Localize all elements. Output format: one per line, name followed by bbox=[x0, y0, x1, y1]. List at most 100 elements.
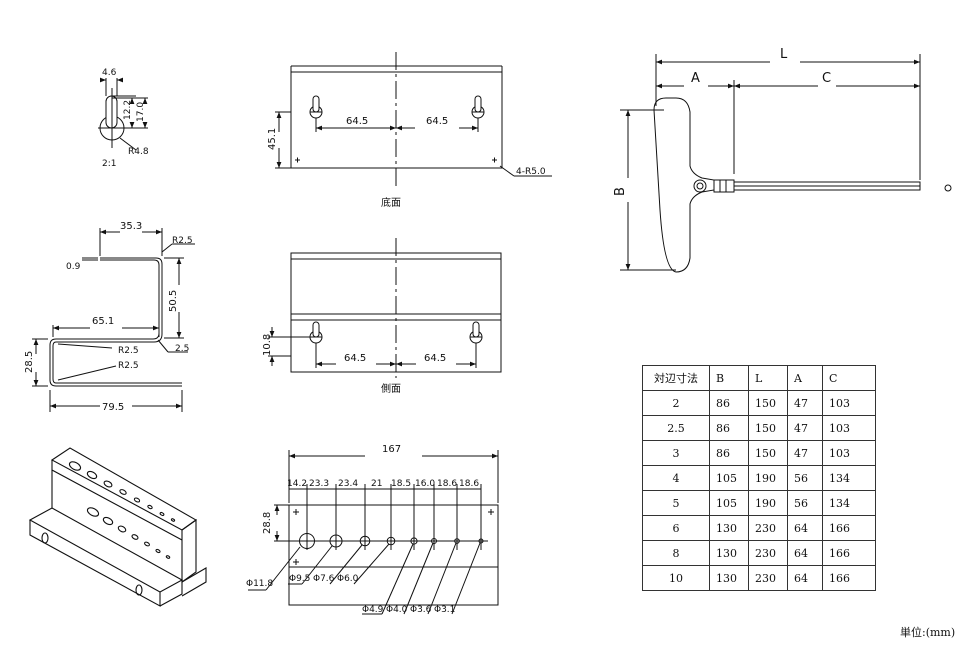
unit-label: 単位:(mm) bbox=[900, 626, 956, 639]
cell: 56 bbox=[787, 490, 823, 516]
dim-35.3: 35.3 bbox=[120, 221, 142, 232]
dim-12.2: 12.2 bbox=[123, 100, 133, 120]
spacing-7: 18.6 bbox=[437, 479, 457, 489]
dim-2.5: 2.5 bbox=[175, 344, 189, 354]
col-header: B bbox=[709, 365, 749, 391]
profile-labels: 35.3 0.9 R2.5 50.5 65.1 R2.5 2.5 R2.5 28… bbox=[24, 221, 193, 413]
cell: 64 bbox=[787, 565, 823, 591]
cell: 134 bbox=[822, 490, 876, 516]
dim-side-right: 64.5 bbox=[424, 353, 446, 364]
diam-7.6: Φ7.6 bbox=[313, 574, 335, 584]
cell: 150 bbox=[748, 440, 788, 466]
cell: 166 bbox=[822, 565, 876, 591]
dim-17.0: 17.0 bbox=[136, 102, 146, 122]
cell: 4 bbox=[642, 465, 710, 491]
dim-corner-radius: 4-R5.0 bbox=[516, 167, 546, 177]
scale-label: 2:1 bbox=[102, 159, 116, 169]
col-header: C bbox=[822, 365, 876, 391]
col-header: A bbox=[787, 365, 823, 391]
diam-4.9: Φ4.9 bbox=[362, 605, 384, 615]
dim-50.5: 50.5 bbox=[168, 290, 179, 312]
col-header: 対辺寸法 bbox=[642, 365, 710, 391]
spacing-8: 18.6 bbox=[459, 479, 479, 489]
col-header: L bbox=[748, 365, 788, 391]
cell: 5 bbox=[642, 490, 710, 516]
dim-L: L bbox=[780, 47, 788, 62]
dim-10.8: 10.8 bbox=[262, 334, 273, 356]
bottom-view bbox=[275, 52, 552, 188]
dim-A: A bbox=[691, 71, 700, 86]
cell: 86 bbox=[709, 440, 749, 466]
dim-0.9: 0.9 bbox=[66, 262, 81, 272]
hole-centers bbox=[289, 484, 482, 550]
cell: 190 bbox=[748, 490, 788, 516]
diam-3.1: Φ3.1 bbox=[434, 605, 455, 615]
cell: 47 bbox=[787, 440, 823, 466]
dim-28.8: 28.8 bbox=[262, 512, 273, 534]
cell: 6 bbox=[642, 515, 710, 541]
dim-r2.5-mid: R2.5 bbox=[118, 346, 139, 356]
cell: 64 bbox=[787, 515, 823, 541]
spacing-1: 14.2 bbox=[287, 479, 307, 489]
cell: 103 bbox=[822, 390, 876, 416]
tool-labels: L A C B bbox=[613, 47, 831, 196]
cell: 10 bbox=[642, 565, 710, 591]
cell: 166 bbox=[822, 540, 876, 566]
t-handle-hex-key bbox=[620, 54, 952, 273]
dim-C: C bbox=[822, 71, 831, 86]
cell: 2.5 bbox=[642, 415, 710, 441]
cell: 3 bbox=[642, 440, 710, 466]
cell: 230 bbox=[748, 565, 788, 591]
cell: 103 bbox=[822, 440, 876, 466]
dim-65.1: 65.1 bbox=[92, 316, 114, 327]
hole-layout-view bbox=[248, 450, 499, 615]
diam-9.5: Φ9.5 bbox=[289, 574, 310, 584]
dim-79.5: 79.5 bbox=[102, 402, 124, 413]
cell: 86 bbox=[709, 415, 749, 441]
dim-bottom-right: 64.5 bbox=[426, 116, 448, 127]
cell: 2 bbox=[642, 390, 710, 416]
cell: 105 bbox=[709, 465, 749, 491]
cell: 150 bbox=[748, 390, 788, 416]
cell: 130 bbox=[709, 565, 749, 591]
keyhole-labels: 4.6 12.2 17.0 R4.8 2:1 bbox=[102, 68, 149, 169]
cell: 47 bbox=[787, 415, 823, 441]
dim-bottom-left: 64.5 bbox=[346, 116, 368, 127]
side-labels: 10.8 64.5 64.5 側面 bbox=[262, 334, 446, 395]
hole-labels: 167 28.8 14.2 23.3 23.4 21 18.5 16.0 18.… bbox=[246, 444, 479, 615]
spacing-6: 16.0 bbox=[415, 479, 435, 489]
cell: 47 bbox=[787, 390, 823, 416]
diam-11.8: Φ11.8 bbox=[246, 579, 273, 589]
dim-B: B bbox=[613, 187, 628, 196]
dim-r4.8: R4.8 bbox=[128, 147, 149, 157]
cell: 8 bbox=[642, 540, 710, 566]
isometric-sketch bbox=[28, 447, 207, 607]
cell: 230 bbox=[748, 515, 788, 541]
cell: 86 bbox=[709, 390, 749, 416]
spacing-5: 18.5 bbox=[391, 479, 411, 489]
dim-bottom-height: 45.1 bbox=[267, 128, 278, 150]
spacing-3: 23.4 bbox=[338, 479, 358, 489]
cell: 130 bbox=[709, 515, 749, 541]
diam-4.0: Φ4.0 bbox=[386, 605, 408, 615]
dim-r2.5-top: R2.5 bbox=[172, 236, 193, 246]
cell: 130 bbox=[709, 540, 749, 566]
cell: 190 bbox=[748, 465, 788, 491]
dim-167: 167 bbox=[382, 444, 401, 455]
side-view-caption: 側面 bbox=[381, 382, 401, 395]
keyhole-detail bbox=[98, 77, 148, 151]
dim-4.6: 4.6 bbox=[102, 68, 117, 78]
cell: 103 bbox=[822, 415, 876, 441]
side-view bbox=[268, 238, 502, 378]
cell: 166 bbox=[822, 515, 876, 541]
dim-r2.5-bot: R2.5 bbox=[118, 361, 139, 371]
cell: 56 bbox=[787, 465, 823, 491]
dim-side-left: 64.5 bbox=[344, 353, 366, 364]
